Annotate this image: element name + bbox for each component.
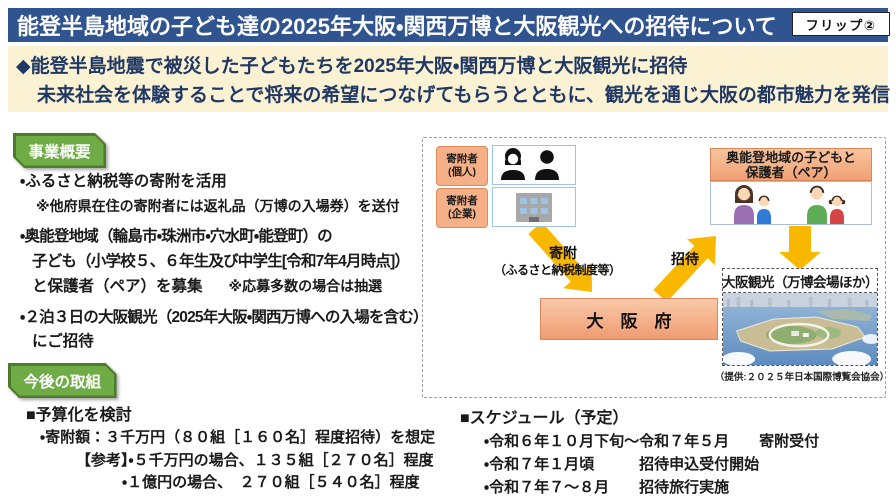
overview-bullet-3-line-1: ・２泊３日の大阪観光（2025年大阪・関西万博への入場を含む）: [20, 309, 429, 326]
family-header: 奥能登地域の子どもと 保護者（ペア）: [710, 148, 872, 181]
donor-individual-line2: (個人): [448, 166, 476, 178]
tourism-title: 大阪観光（万博会場ほか）: [722, 269, 879, 293]
donor-individual-label: 寄附者 (個人): [436, 146, 488, 186]
donor-corporate-iconbox: [492, 187, 576, 227]
family-illustration-box: [710, 181, 872, 225]
bullet-2-line-3-text: と保護者（ペア）を募集: [32, 278, 203, 295]
budget-line-1: ・寄附額：３千万円（８０組［１６０名］程度招待）を想定: [40, 429, 436, 446]
people-icons: [501, 148, 559, 180]
donation-sublabel: （ふるさと納税制度等）: [494, 263, 621, 277]
budget-line-3: ・１億円の場合、 ２７０組［５４０名］程度: [122, 474, 420, 491]
title-banner: 能登半島地域の子ども達の2025年大阪・関西万博と大阪観光への招待について: [8, 8, 888, 42]
overview-bullet-2-line-3: と保護者（ペア）を募集 ※応募多数の場合は抽選: [32, 277, 424, 297]
overview-bullet-1-note: ※他府県在住の寄附者には返礼品（万博の入場券）を送付: [36, 198, 400, 214]
invite-label: 招待: [671, 251, 699, 267]
donor-corporate-label: 寄附者 (企業): [436, 188, 488, 228]
tourism-box: 大阪観光（万博会場ほか）: [722, 268, 879, 366]
family-illustration: [734, 185, 846, 224]
lead-band: ◆能登半島地震で被災した子どもたちを2025年大阪・関西万博と大阪観光に招待 未…: [8, 46, 890, 112]
overview-bullet-2-line-1: ・奥能登地域（輪島市・珠洲市・穴水町・能登町）の: [20, 228, 333, 245]
schedule-line-3: ・令和７年７～８月 招待旅行実施: [484, 479, 730, 496]
overview-bullets: ・ふるさと納税等の寄附を活用 ※他府県在住の寄附者には返礼品（万博の入場券）を送…: [20, 168, 429, 352]
donor-corporate-line1: 寄附者: [446, 195, 478, 207]
donation-label: 寄附: [549, 245, 577, 261]
budget-line-2: 【参考】・５千万円の場合、１３５組［２７０名］程度: [76, 452, 434, 469]
schedule-heading: ■スケジュール（予定）: [460, 410, 629, 427]
osaka-pref-box: 大 阪 府: [540, 298, 718, 340]
donor-individual-line1: 寄附者: [446, 153, 478, 165]
diagram-box: [422, 137, 886, 398]
overview-bullet-2-note: ※応募多数の場合は抽選: [228, 278, 383, 294]
overview-bullet-3-line-2: にご招待: [32, 333, 94, 350]
expo-aerial-photo: [723, 293, 877, 365]
donor-corporate-line2: (企業): [448, 208, 476, 220]
overview-tag: 事業概要: [13, 133, 106, 168]
schedule-line-2: ・令和７年１月頃 招待申込受付開始: [484, 456, 760, 473]
future-tag-label: 今後の取組: [11, 366, 115, 396]
lead-line-2: 未来社会を体験することで将来の希望につなげてもらうとともに、観光を通じ大阪の都市…: [37, 85, 890, 106]
family-header-line2: 保護者（ペア）: [745, 164, 837, 180]
family-header-line1: 奥能登地域の子どもと: [726, 149, 856, 165]
tourism-caption: （提供:２０２５年日本国際博覧会協会）: [714, 372, 890, 383]
overview-bullet-1: ・ふるさと納税等の寄附を活用: [20, 173, 227, 190]
lead-line-1: ◆能登半島地震で被災した子どもたちを2025年大阪・関西万博と大阪観光に招待: [16, 56, 688, 77]
budget-heading: ■予算化を検討: [26, 407, 132, 424]
future-tag: 今後の取組: [8, 363, 117, 398]
donor-individual-iconbox: [492, 145, 576, 185]
page-title: 能登半島地域の子ども達の2025年大阪・関西万博と大阪観光への招待について: [17, 14, 777, 39]
schedule-line-1: ・令和６年１０月下旬～令和７年５月 寄附受付: [484, 433, 820, 450]
building-icon: [516, 193, 552, 222]
overview-tag-label: 事業概要: [16, 136, 104, 166]
flip-tag: フリップ②: [792, 12, 890, 36]
overview-bullet-2-line-2: 子ども（小学校５、６年生及び中学生[令和7年4月時点]）: [32, 253, 410, 270]
